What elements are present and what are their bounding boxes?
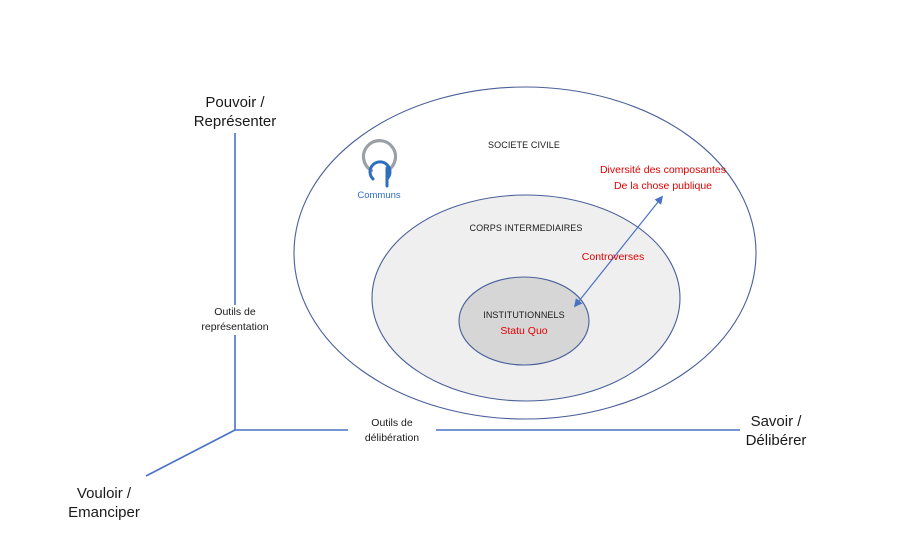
vertical-axis-tool-line1: Outils de [214, 306, 256, 318]
vertical-axis-title: Pouvoir / Représenter [180, 93, 290, 131]
horizontal-axis-tool-label: Outils de délibération [348, 416, 436, 446]
horizontal-axis-tool-line1: Outils de [371, 417, 413, 429]
horizontal-axis-title-line1: Savoir / [750, 413, 802, 430]
vertical-axis-title-line1: Pouvoir / [205, 94, 265, 111]
statu-quo-label: Statu Quo [500, 325, 548, 337]
horizontal-axis-title: Savoir / Délibérer [736, 412, 816, 450]
zone-label-institutionnels: INSTITUTIONNELS [483, 310, 565, 320]
zone-label-societe-civile: SOCIETE CIVILE [488, 140, 560, 150]
controversy-arrow [573, 195, 664, 308]
horizontal-axis-title-line2: Délibérer [745, 432, 807, 449]
vertical-axis-title-line2: Représenter [193, 113, 277, 130]
diversity-label-line1: Diversité des composantes [599, 164, 727, 176]
communs-logo-text: Communs [357, 190, 401, 201]
diversity-label: Diversité des composantes De la chose pu… [593, 162, 733, 194]
diagonal-axis-title-line1: Vouloir / [76, 485, 132, 502]
controversy-label: Controverses [581, 251, 645, 263]
diagonal-axis-title: Vouloir / Emanciper [54, 484, 154, 522]
inner-ellipse-institutionnels [458, 276, 590, 366]
diagonal-axis [145, 429, 236, 477]
zone-label-corps-intermediaires: CORPS INTERMEDIAIRES [469, 223, 583, 233]
diagonal-axis-title-line2: Emanciper [68, 504, 140, 521]
horizontal-axis-tool-line2: délibération [364, 432, 420, 444]
communs-logo-icon [361, 139, 398, 188]
diversity-label-line2: De la chose publique [613, 180, 713, 192]
vertical-axis-tool-line2: représentation [201, 321, 269, 333]
vertical-axis-tool-label: Outils de représentation [189, 305, 281, 335]
